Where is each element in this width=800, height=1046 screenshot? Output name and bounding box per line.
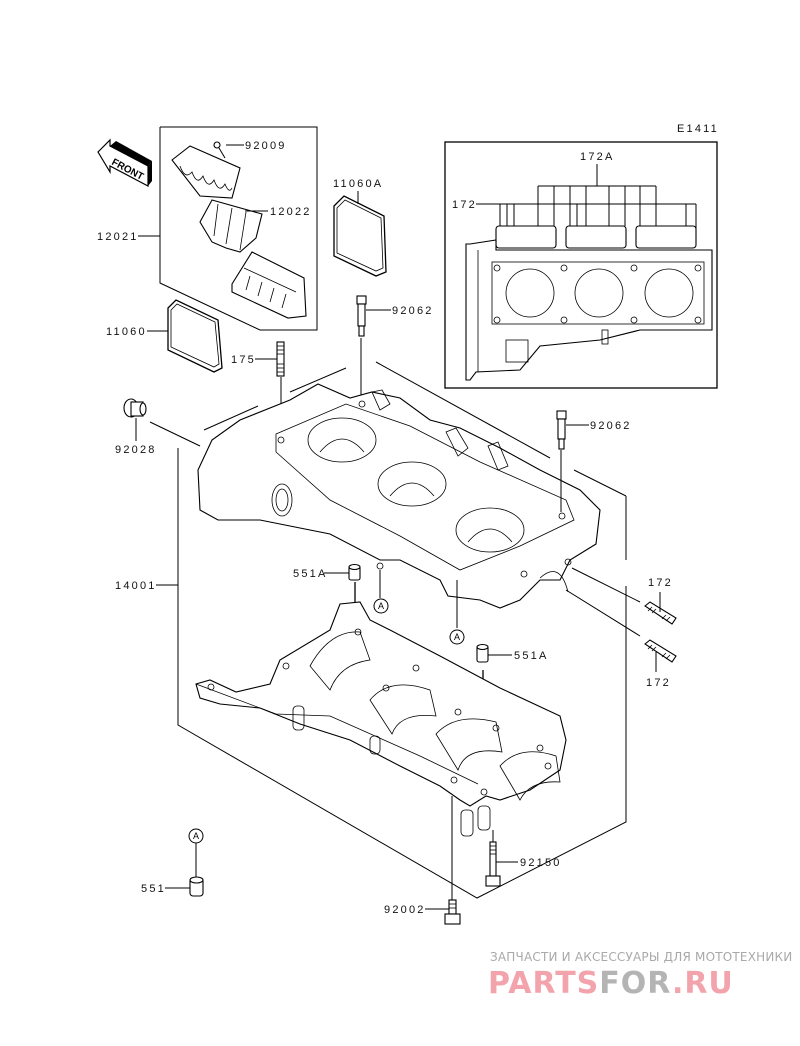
label-172a-inset: 172A [580,151,615,163]
bolt-92009-part [213,141,226,159]
stud-172-lower-part [644,639,677,663]
label-551a-left: 551A [293,568,328,580]
label-92062-right: 92062 [590,420,632,432]
bolt-92062-right-part [556,410,567,450]
gasket-11060-part [167,299,223,373]
svg-text:A: A [454,632,460,642]
watermark-logo-ru: .RU [671,966,734,1001]
gasket-11060a-part [333,195,387,277]
front-arrow-icon: FRONT [97,138,152,187]
label-175: 175 [231,354,256,366]
svg-text:A: A [378,601,384,611]
label-92028: 92028 [115,444,157,456]
reed-stopper-part [171,145,241,199]
watermark-tagline: ЗАПЧАСТИ И АКСЕССУАРЫ ДЛЯ МОТОТЕХНИКИ [490,950,793,964]
bolt-92002-part [444,899,461,925]
label-92002: 92002 [384,904,426,916]
inset-detail-box: 172A 172 [444,141,718,389]
ref-a-marker-1: A [373,598,389,614]
reed-block-part [231,251,307,319]
svg-text:A: A [193,831,199,841]
bolt-92062-top-part [356,295,367,337]
label-172-upper: 172 [648,577,673,589]
bolt-92150-part [485,841,501,887]
dowel-551-part [189,876,204,897]
label-11060: 11060 [106,326,147,338]
stud-175-part [276,341,285,377]
dowel-551a-right-part [476,643,489,663]
watermark-logo-for: FOR [599,966,672,1001]
plug-92028-part [123,398,147,418]
label-11060a: 11060A [333,178,383,190]
lower-crankcase-part [195,601,567,837]
crankcase-bracket [177,361,627,899]
upper-crankcase-part [197,383,601,609]
watermark-logo: PARTSFOR.RU [488,966,734,1001]
label-551a-right: 551A [514,650,549,662]
reed-petals-part [199,199,263,253]
label-92150: 92150 [520,857,562,869]
ref-a-marker-2: A [449,629,465,645]
label-92009: 92009 [245,140,287,152]
label-14001: 14001 [115,580,157,592]
label-12022: 12022 [270,206,312,218]
ref-a-marker-3: A [188,828,204,844]
label-551: 551 [141,883,166,895]
stud-172-upper-part [644,601,677,625]
watermark-logo-parts: PARTS [488,966,600,1001]
dowel-551a-left-part [348,563,361,581]
diagram-code: E1411 [677,123,719,135]
label-92062-top: 92062 [392,305,434,317]
label-12021: 12021 [97,231,139,243]
label-172-lower: 172 [646,677,671,689]
reed-valve-kit-group: 12021 92009 12022 [97,126,318,331]
label-172-inset: 172 [452,199,477,211]
